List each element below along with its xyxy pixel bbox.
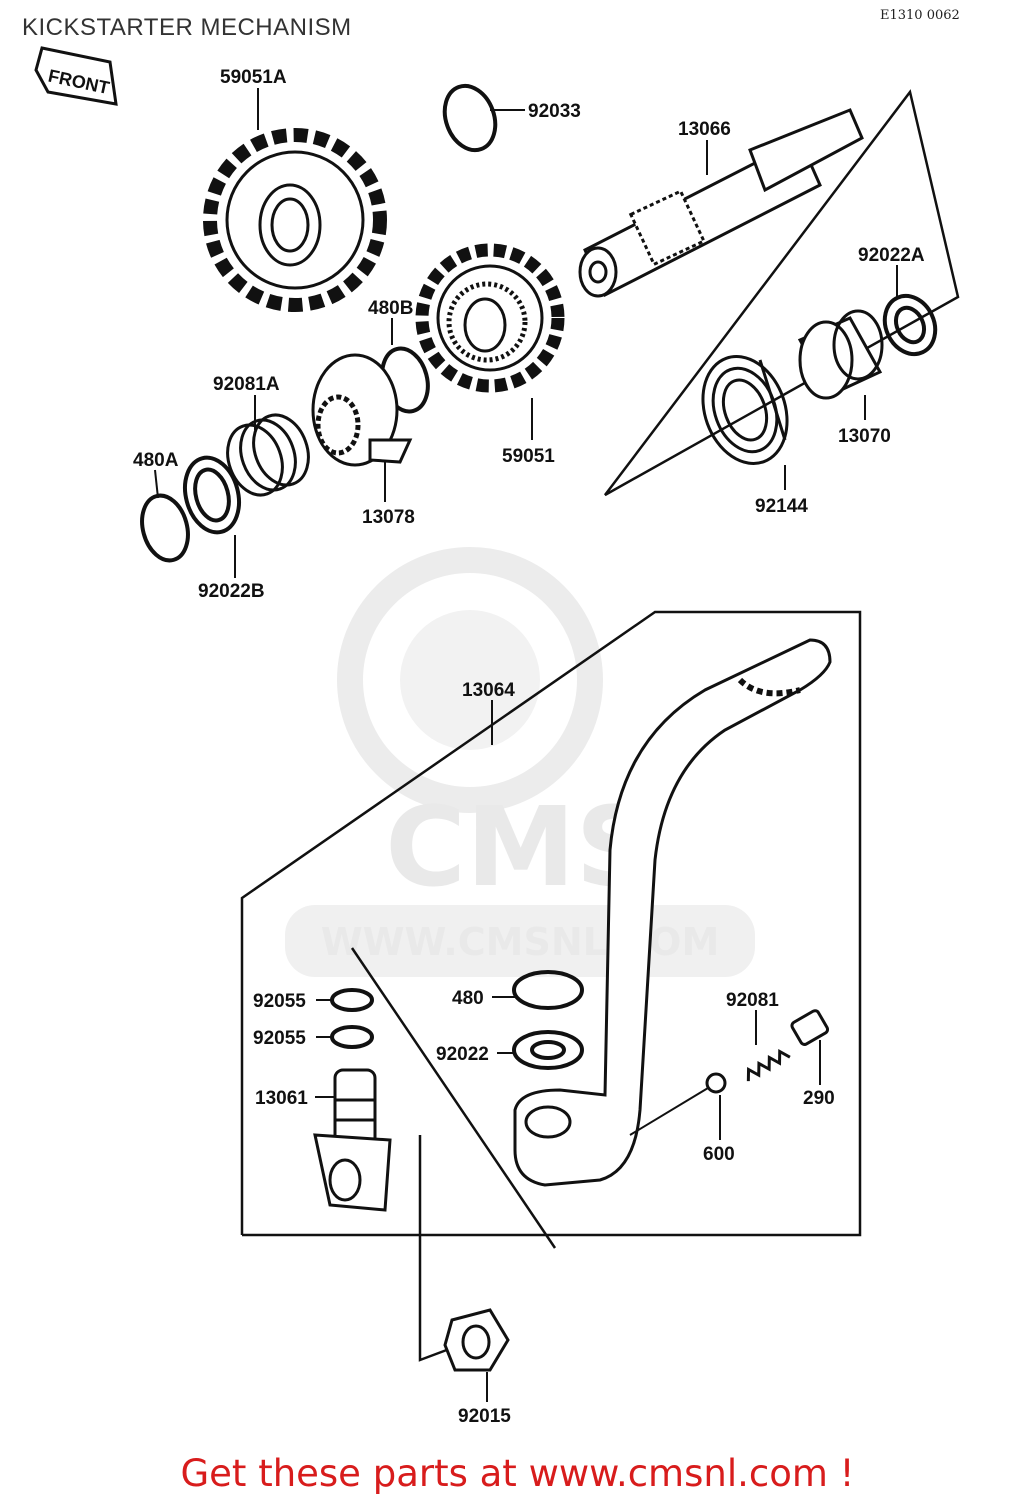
shaft-13066-icon [578, 108, 864, 298]
label-92022b: 92022B [198, 581, 265, 602]
label-59051: 59051 [502, 446, 555, 467]
reference-code: E1310 0062 [880, 8, 960, 23]
group-outlines [240, 89, 960, 1362]
label-480a: 480A [133, 450, 179, 471]
part-labels: 59051A 92033 13066 92022A 480B 92081A 48… [133, 67, 925, 1427]
gear-59051-icon [415, 243, 565, 393]
kick-lever-13064-icon [513, 638, 832, 1187]
plug-290-icon [790, 1009, 830, 1046]
label-92022: 92022 [436, 1044, 489, 1065]
label-290: 290 [803, 1088, 835, 1109]
label-92033: 92033 [528, 101, 581, 122]
label-92144: 92144 [755, 496, 808, 517]
label-92081: 92081 [726, 990, 779, 1011]
label-92022a: 92022A [858, 245, 925, 266]
label-92055-lower: 92055 [253, 1028, 306, 1049]
circlip-480-icon [512, 970, 584, 1010]
label-92081a: 92081A [213, 374, 280, 395]
label-600: 600 [703, 1144, 735, 1165]
spring-92081-icon [746, 1048, 791, 1082]
label-13078: 13078 [362, 507, 415, 528]
watermark-url: WWW.CMSNL.COM [321, 920, 720, 964]
diagram-title: KICKSTARTER MECHANISM [22, 14, 352, 41]
gear-59051a-icon [203, 128, 387, 312]
spring-92144-icon [701, 355, 789, 465]
label-480b: 480B [368, 298, 413, 319]
front-arrow-icon: FRONT [34, 46, 118, 106]
label-480: 480 [452, 988, 484, 1009]
circlip-480a-icon [140, 493, 190, 563]
leader-lines [154, 88, 898, 1402]
label-92055-upper: 92055 [253, 991, 306, 1012]
nut-92015-icon [443, 1308, 510, 1372]
label-59051a: 59051A [220, 67, 287, 88]
exploded-parts-diagram: CMS WWW.CMSNL.COM FRONT [34, 46, 960, 1427]
oring-92055-icon [330, 988, 374, 1049]
ball-600-icon [705, 1072, 727, 1094]
shaft-13061-icon [313, 1068, 392, 1212]
circlip-92033-icon [442, 83, 498, 153]
collar-13070-icon [797, 309, 884, 400]
label-13061: 13061 [255, 1088, 308, 1109]
spring-92081a-icon [226, 413, 310, 497]
label-13064: 13064 [462, 680, 515, 701]
label-92015: 92015 [458, 1406, 511, 1427]
ratchet-13078-icon [311, 353, 413, 467]
label-13066: 13066 [678, 119, 731, 140]
call-to-action-text: Get these parts at www.cmsnl.com ! [180, 1452, 855, 1495]
washer-92022-icon [512, 1030, 584, 1070]
label-13070: 13070 [838, 426, 891, 447]
washer-92022b-icon [183, 455, 241, 535]
